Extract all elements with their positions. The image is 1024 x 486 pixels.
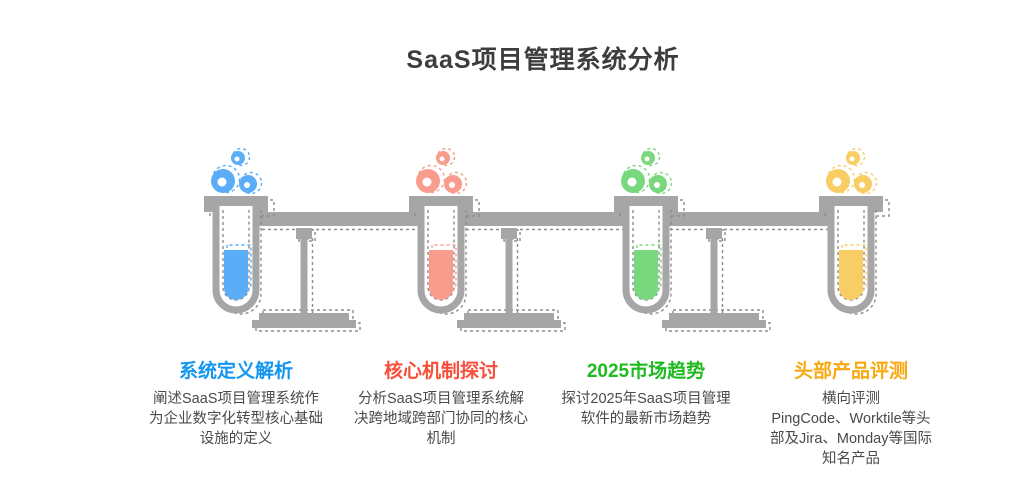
section-heading: 头部产品评测 [793,361,908,382]
bubble-sketch-outline [416,164,446,194]
stand-base-outline [255,322,361,332]
stand-base-upper [259,313,349,321]
liquid-sketch-outline [431,244,457,296]
bubble-sketch-outline [854,171,878,195]
stand-post-1 [300,237,308,317]
stand-base-lower [252,320,356,328]
section-description: 阐述SaaS项目管理系统作 为企业数字化转型核心基础 设施的定义 [149,391,323,447]
bubble-hole [422,177,432,187]
section-description: 横向评测 PingCode、Worktile等头 部及Jira、Monday等国… [770,391,932,467]
tube-sketch-outline [835,210,877,315]
connecting-bar [236,212,851,226]
bubble-hole [859,182,865,188]
liquid-sketch-outline [841,244,867,296]
bubble-sketch-outline [649,171,673,195]
stand-post-2 [505,237,513,317]
stand-base-outline [460,322,566,332]
bubble-sketch-outline [846,147,866,167]
liquid-sketch-outline [636,244,662,296]
section-description: 分析SaaS项目管理系统解 决跨地域跨部门协同的核心 机制 [354,391,528,447]
bubble-hole [644,156,650,162]
liquid-1 [224,250,248,300]
page-title: SaaS项目管理系统分析 [406,46,680,74]
stand-connector [501,228,517,239]
bubble-sketch-outline [621,164,651,194]
bubble-hole [832,177,842,187]
section-description: 探讨2025年SaaS项目管理 软件的最新市场趋势 [561,391,731,427]
bubble-sketch-outline [239,171,263,195]
bubble-sketch-outline [211,164,241,194]
section-heading: 核心机制探讨 [383,361,498,382]
tube-sketch-outline [425,210,467,315]
bubble-sketch-outline [641,147,661,167]
liquid-3 [634,250,658,300]
test-tubes-illustration [204,147,890,332]
section-heading: 系统定义解析 [178,361,293,382]
bubble-hole [654,182,660,188]
section-trends: 2025市场趋势 探讨2025年SaaS项目管理 软件的最新市场趋势 [534,360,759,429]
section-heading: 2025市场趋势 [586,361,706,382]
stand-post-3 [710,237,718,317]
liquid-4 [839,250,863,300]
bubble-hole [439,156,445,162]
bubble-hole [234,156,240,162]
stand-base-outline [665,322,771,332]
stand-connector [706,228,722,239]
stand-base-lower [457,320,561,328]
liquid-2 [429,250,453,300]
stand-base-upper [669,313,759,321]
section-definition: 系统定义解析 阐述SaaS项目管理系统作 为企业数字化转型核心基础 设施的定义 [124,360,349,449]
bubble-sketch-outline [436,147,456,167]
stand-base-lower [662,320,766,328]
tube-sketch-outline [630,210,672,315]
tube-sketch-outline [220,210,262,315]
section-products: 头部产品评测 横向评测 PingCode、Worktile等头 部及Jira、M… [739,360,964,469]
bubble-sketch-outline [231,147,251,167]
bubble-sketch-outline [444,171,468,195]
liquid-sketch-outline [226,244,252,296]
bubble-sketch-outline [826,164,856,194]
bubble-hole [849,156,855,162]
bubble-hole [244,182,250,188]
bubble-hole [217,177,227,187]
bubble-hole [449,182,455,188]
stand-connector [296,228,312,239]
section-mechanism: 核心机制探讨 分析SaaS项目管理系统解 决跨地域跨部门协同的核心 机制 [329,360,554,449]
stand-base-upper [464,313,554,321]
bubble-hole [627,177,637,187]
